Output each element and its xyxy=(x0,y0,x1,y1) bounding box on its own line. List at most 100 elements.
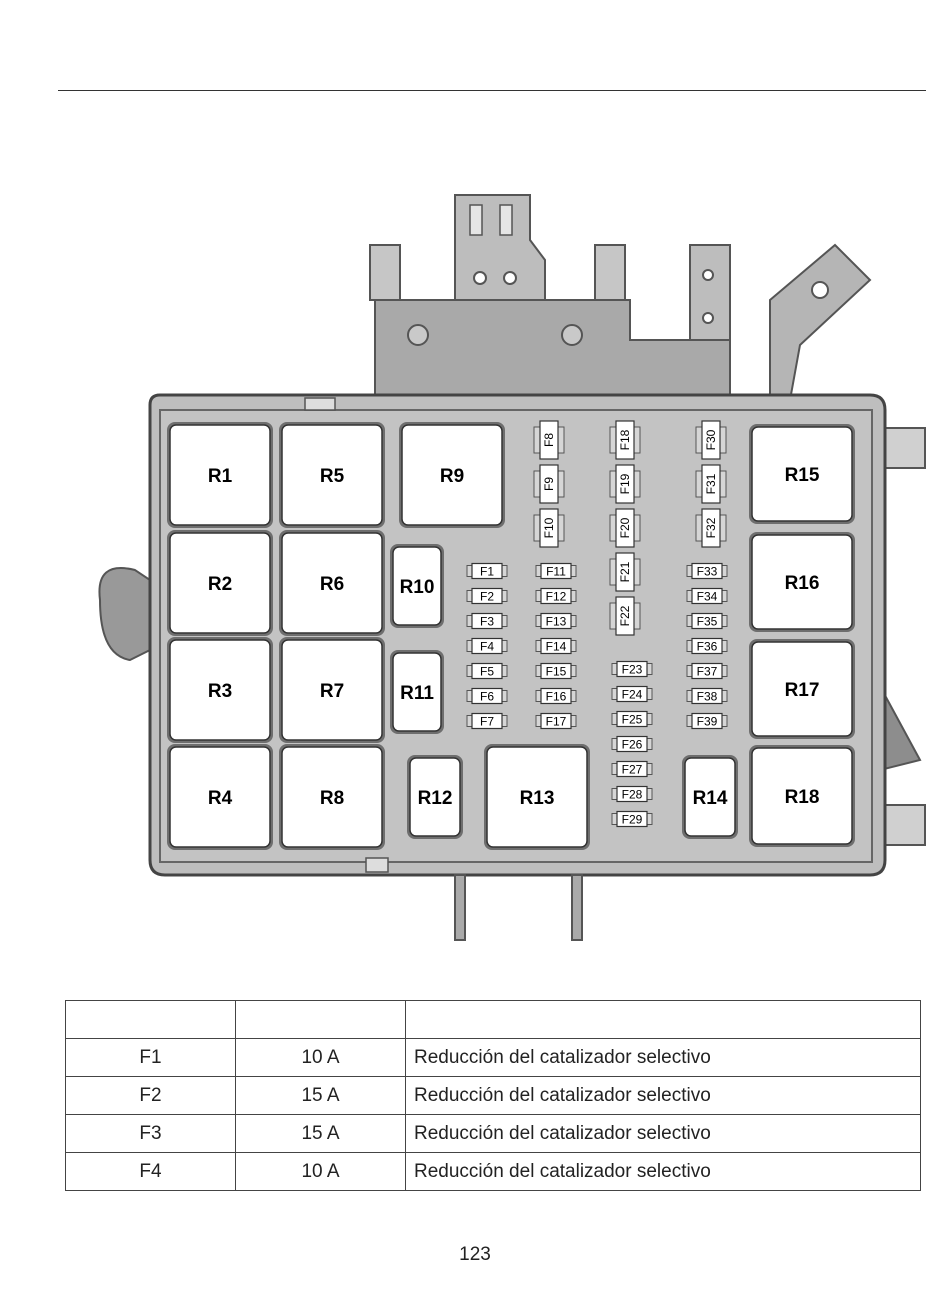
relay-label: R3 xyxy=(208,681,232,702)
fuse-label: F25 xyxy=(622,713,643,727)
fuse-f31: F31 xyxy=(695,464,727,504)
fuse-label: F2 xyxy=(480,590,494,604)
relay-label: R14 xyxy=(693,788,728,809)
fuse-f12: F12 xyxy=(535,587,577,605)
fuse-label: F11 xyxy=(546,565,566,579)
fuse-label: F21 xyxy=(618,561,632,582)
fuse-f15: F15 xyxy=(535,662,577,680)
fuse-f34: F34 xyxy=(686,587,728,605)
fuse-label: F32 xyxy=(704,517,718,538)
fuse-label: F34 xyxy=(697,590,718,604)
fuse-cell: F4 xyxy=(65,1152,236,1191)
fuse-label: F18 xyxy=(618,429,632,450)
relay-label: R10 xyxy=(400,577,435,598)
fuse-label: F4 xyxy=(480,640,494,654)
fuse-cell: F3 xyxy=(65,1114,236,1153)
fuse-f29: F29 xyxy=(611,810,653,828)
fuse-label: F27 xyxy=(622,763,643,777)
fuse-label: F33 xyxy=(697,565,718,579)
circuit-cell: Reducción del catalizador selectivo xyxy=(405,1076,921,1115)
fuse-f27: F27 xyxy=(611,760,653,778)
fuse-f22: F22 xyxy=(609,596,641,636)
rating-cell: 15 A xyxy=(235,1114,406,1153)
fuse-f11: F11 xyxy=(535,562,577,580)
fuse-f21: F21 xyxy=(609,552,641,592)
fuse-f9: F9 xyxy=(533,464,565,504)
fuse-f7: F7 xyxy=(466,712,508,730)
fuse-label: F16 xyxy=(546,690,567,704)
relay-r7: R7 xyxy=(279,637,385,743)
relay-r18: R18 xyxy=(749,745,855,847)
fuse-label: F19 xyxy=(618,473,632,494)
fuse-label: F8 xyxy=(542,433,556,447)
relay-label: R13 xyxy=(520,788,555,809)
circuit-cell: Reducción del catalizador selectivo xyxy=(405,1152,921,1191)
fuse-label: F5 xyxy=(480,665,494,679)
rating-cell: 10 A xyxy=(235,1038,406,1077)
table-row: F1 10 A Reducción del catalizador select… xyxy=(65,1038,921,1077)
fuse-label: F7 xyxy=(480,715,494,729)
relay-label: R15 xyxy=(785,465,820,486)
fuse-label: F30 xyxy=(704,429,718,450)
fuse-f5: F5 xyxy=(466,662,508,680)
table-row: F4 10 A Reducción del catalizador select… xyxy=(65,1152,921,1191)
fuse-f39: F39 xyxy=(686,712,728,730)
fuse-label: F9 xyxy=(542,477,556,491)
fuse-f23: F23 xyxy=(611,660,653,678)
relay-label: R6 xyxy=(320,574,344,595)
fuse-label: F24 xyxy=(622,688,643,702)
fuse-table: F1 10 A Reducción del catalizador select… xyxy=(65,1000,921,1191)
fuse-f20: F20 xyxy=(609,508,641,548)
fuse-f6: F6 xyxy=(466,687,508,705)
fuse-label: F20 xyxy=(618,517,632,538)
table-header-row xyxy=(65,1000,921,1039)
fuse-f28: F28 xyxy=(611,785,653,803)
relay-r17: R17 xyxy=(749,639,855,739)
relay-r13: R13 xyxy=(484,744,590,850)
table-row: F3 15 A Reducción del catalizador select… xyxy=(65,1114,921,1153)
fuse-label: F38 xyxy=(697,690,718,704)
relay-label: R9 xyxy=(440,466,464,487)
fuse-f32: F32 xyxy=(695,508,727,548)
header-cell xyxy=(405,1000,921,1039)
relay-r6: R6 xyxy=(279,530,385,636)
relay-r1: R1 xyxy=(167,422,273,528)
fuse-f10: F10 xyxy=(533,508,565,548)
fuse-label: F17 xyxy=(546,715,567,729)
relay-r5: R5 xyxy=(279,422,385,528)
fuse-f16: F16 xyxy=(535,687,577,705)
fuse-label: F1 xyxy=(480,565,494,579)
fuse-f14: F14 xyxy=(535,637,577,655)
fuse-f26: F26 xyxy=(611,735,653,753)
fuse-label: F28 xyxy=(622,788,643,802)
relay-r10: R10 xyxy=(390,544,444,628)
fuse-label: F15 xyxy=(546,665,567,679)
fuse-label: F36 xyxy=(697,640,718,654)
relay-r4: R4 xyxy=(167,744,273,850)
header-cell xyxy=(65,1000,236,1039)
fuse-cell: F1 xyxy=(65,1038,236,1077)
relay-r12: R12 xyxy=(407,755,463,839)
fuse-f25: F25 xyxy=(611,710,653,728)
fuse-f4: F4 xyxy=(466,637,508,655)
relay-label: R5 xyxy=(320,466,345,487)
relay-r3: R3 xyxy=(167,637,273,743)
fuse-label: F37 xyxy=(697,665,718,679)
fuse-label: F22 xyxy=(618,605,632,626)
fuse-f19: F19 xyxy=(609,464,641,504)
relay-label: R12 xyxy=(418,788,453,809)
fuse-label: F39 xyxy=(697,715,718,729)
fuse-f24: F24 xyxy=(611,685,653,703)
fuse-f2: F2 xyxy=(466,587,508,605)
relay-label: R7 xyxy=(320,681,344,702)
rating-cell: 10 A xyxy=(235,1152,406,1191)
fuse-label: F29 xyxy=(622,813,643,827)
relay-label: R4 xyxy=(208,788,233,809)
table-row: F2 15 A Reducción del catalizador select… xyxy=(65,1076,921,1115)
circuit-cell: Reducción del catalizador selectivo xyxy=(405,1114,921,1153)
relay-label: R18 xyxy=(785,787,820,808)
fuse-f13: F13 xyxy=(535,612,577,630)
fuse-f1: F1 xyxy=(466,562,508,580)
header-rule xyxy=(58,90,926,91)
